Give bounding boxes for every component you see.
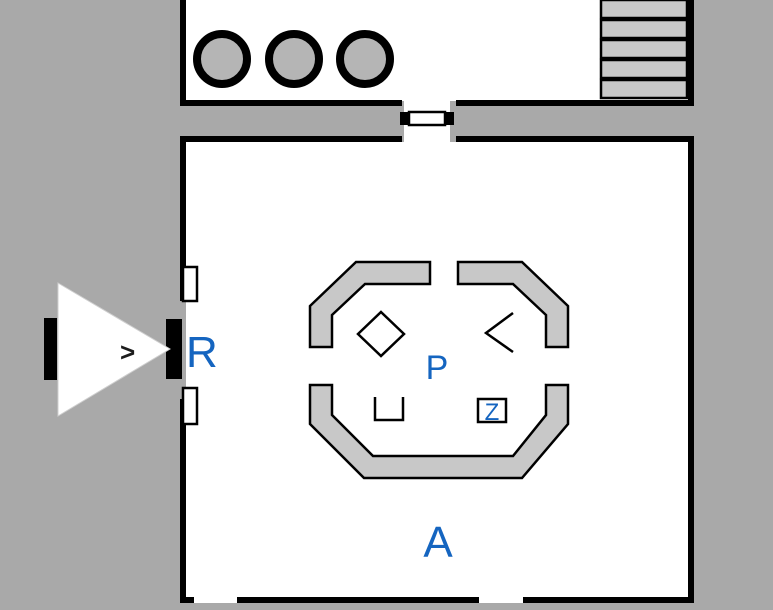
left-door-leaf[interactable] bbox=[166, 319, 182, 379]
vision-cone bbox=[57, 282, 171, 417]
main-room-bottom-wall-1 bbox=[180, 597, 194, 603]
chair-bottom-left bbox=[373, 397, 405, 422]
bottom-doorway-left[interactable] bbox=[194, 595, 237, 603]
counter-top-right bbox=[456, 260, 570, 349]
stair-step-3 bbox=[599, 38, 689, 60]
bottom-doorway-center[interactable] bbox=[479, 595, 523, 603]
round-table-3 bbox=[336, 30, 394, 88]
top-room-bottom-wall-right bbox=[456, 100, 694, 106]
main-room-bottom-wall-3 bbox=[523, 597, 694, 603]
main-room-right-wall bbox=[688, 136, 694, 603]
round-table-1 bbox=[193, 30, 251, 88]
camera-unit: > bbox=[44, 282, 171, 417]
counter-top-left bbox=[308, 260, 432, 349]
marker-a[interactable]: A bbox=[423, 518, 453, 567]
stair-step-4 bbox=[599, 58, 689, 80]
staircase bbox=[599, 0, 689, 100]
door-jamb-right bbox=[445, 112, 454, 125]
main-room bbox=[180, 136, 694, 603]
door-jamb-left bbox=[400, 112, 409, 125]
left-doorway bbox=[166, 265, 199, 426]
round-table-2 bbox=[265, 30, 323, 88]
main-room-left-wall-lower bbox=[180, 399, 186, 603]
door-jamb-lower bbox=[181, 386, 199, 426]
main-room-top-wall-right bbox=[456, 136, 694, 142]
marker-p[interactable]: P bbox=[426, 349, 449, 387]
main-room-bottom-wall-2 bbox=[237, 597, 479, 603]
main-room-top-wall-left bbox=[180, 136, 402, 142]
guard-direction-marker[interactable]: > bbox=[120, 337, 135, 367]
top-room bbox=[180, 0, 694, 106]
stair-step-1 bbox=[599, 0, 689, 20]
top-room-right-wall bbox=[688, 0, 694, 106]
top-room-left-wall bbox=[180, 0, 186, 106]
chair-z-box bbox=[476, 397, 508, 424]
diamond-chair-left bbox=[356, 310, 406, 358]
middle-doorway bbox=[400, 98, 454, 142]
marker-z[interactable]: Z bbox=[485, 399, 500, 426]
marker-r[interactable]: R bbox=[186, 328, 218, 377]
main-room-floor[interactable] bbox=[186, 142, 688, 597]
top-room-bottom-wall-left bbox=[180, 100, 402, 106]
door-between-rooms[interactable] bbox=[407, 110, 447, 127]
stair-step-2 bbox=[599, 18, 689, 40]
chevron-chair-right bbox=[483, 311, 514, 354]
door-jamb-upper bbox=[181, 265, 199, 303]
counter-bottom bbox=[308, 383, 570, 480]
stair-step-5 bbox=[599, 78, 689, 100]
main-room-left-wall-upper bbox=[180, 136, 186, 301]
central-counter bbox=[308, 260, 570, 480]
camera-block[interactable] bbox=[44, 318, 57, 380]
